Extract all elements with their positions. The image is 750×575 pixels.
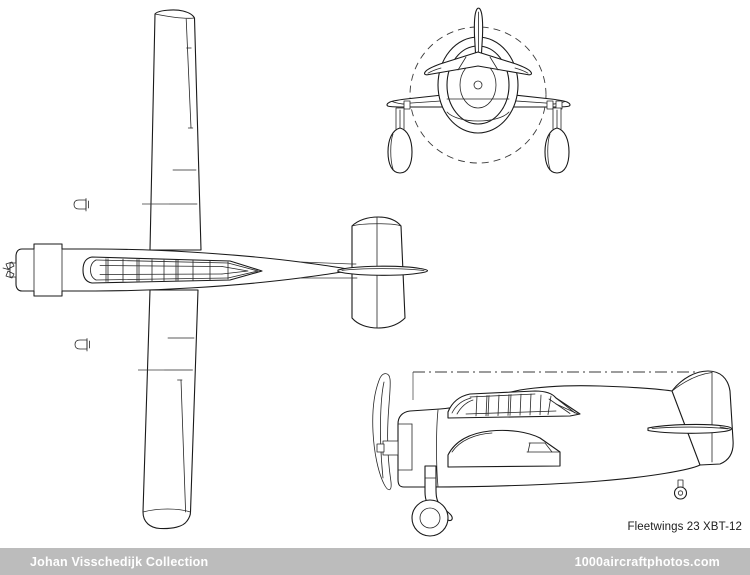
plan-tail-leading-line — [351, 223, 402, 227]
front-left-wheel-spat — [387, 127, 413, 174]
side-prop-hub — [382, 440, 399, 456]
side-canopy-frame-4b — [509, 394, 512, 416]
side-canopy-rail-bottom — [465, 410, 557, 415]
side-stab-edge-line — [651, 426, 729, 430]
plan-upper-pitot-fairing — [73, 199, 87, 210]
plan-canopy-front-frame — [90, 259, 97, 281]
side-tailwheel-hub — [677, 490, 684, 496]
side-tailwheel — [673, 486, 688, 500]
side-wing-fairing-inner-line — [451, 432, 493, 453]
plan-prop-blade-b — [5, 270, 15, 279]
front-prop-hub — [473, 80, 483, 90]
front-cowl-lower-lip — [446, 111, 510, 122]
front-right-spat-inner-line — [547, 133, 551, 170]
front-right-gear-attach — [546, 100, 554, 110]
side-canopy-frame-1 — [475, 395, 478, 417]
side-canopy-frame-3 — [497, 394, 500, 416]
side-canopy-frame-6 — [529, 393, 532, 416]
side-canopy-frame-4 — [507, 394, 510, 416]
side-prop-boss — [376, 443, 385, 453]
plan-canopy-rear-taper-inner — [221, 266, 249, 275]
plan-upper-wing — [149, 9, 202, 251]
footer-bar: Johan Visschedijk Collection 1000aircraf… — [0, 548, 750, 575]
drawing-canvas: .ln { fill:none; stroke:#1a1a1a; stroke-… — [2, 7, 734, 537]
drawing-caption: Fleetwings 23 XBT-12 — [627, 521, 742, 533]
side-prop-blade-line — [380, 381, 385, 479]
website-credit: 1000aircraftphotos.com — [574, 554, 720, 569]
plan-lower-wing — [142, 289, 199, 530]
aircraft-line-drawing: .ln { fill:none; stroke:#1a1a1a; stroke-… — [2, 7, 734, 537]
side-canopy-windscreen-frame — [451, 397, 472, 414]
plan-fin-edge-line — [341, 268, 425, 271]
side-canopy-rail-top — [469, 393, 536, 398]
side-canopy-frame-2b — [487, 395, 490, 417]
plan-fin-edge — [337, 265, 429, 276]
side-propeller-blade — [372, 373, 392, 491]
side-cowl-panel-line — [436, 409, 439, 488]
side-canopy-windscreen-frame2 — [456, 399, 474, 415]
plan-upper-wingtip-line — [154, 13, 195, 19]
plan-prop-blade-a — [5, 261, 15, 270]
plan-canopy-rail-bottom — [95, 277, 229, 281]
side-canopy-rear-diag-b — [548, 398, 571, 414]
front-horizontal-stab — [424, 51, 532, 76]
plan-lower-wingtip-line — [142, 508, 191, 513]
side-wing-fairing — [447, 429, 561, 468]
side-canopy-frame-8 — [547, 395, 552, 415]
side-canopy-rear-diag-c — [555, 403, 579, 415]
side-view-group — [372, 370, 734, 537]
side-horizontal-stab — [647, 423, 733, 434]
front-left-gear-attach — [403, 100, 411, 110]
front-stab-tip-left — [427, 67, 442, 74]
side-canopy-rear-diag-a — [555, 397, 576, 414]
side-main-wheel — [411, 499, 449, 537]
plan-spinner — [9, 262, 17, 278]
side-canopy-frame-5 — [519, 393, 522, 416]
front-right-wheel-spat — [544, 127, 570, 174]
plan-canopy-rail-top — [95, 259, 229, 264]
front-left-spat-inner-line — [390, 133, 394, 170]
side-wing-flap-edge — [527, 442, 531, 453]
plan-prop-shaft — [2, 267, 11, 271]
plan-canopy-rail-inner-bottom — [99, 273, 223, 275]
front-right-gear-attach-2 — [555, 100, 563, 110]
side-wing-flap-edge2 — [544, 442, 553, 453]
plan-canopy-rail-inner-top — [99, 265, 223, 267]
plan-canopy-outline — [82, 256, 263, 284]
plan-view-group — [2, 9, 429, 530]
front-stab-tip-right — [514, 67, 529, 74]
plan-upper-aileron-hinge — [185, 18, 192, 129]
front-fin-fillet-right — [489, 56, 499, 71]
front-propeller-arc — [409, 26, 547, 164]
side-canopy-frame-7 — [539, 394, 542, 416]
side-fin-leading-curve — [671, 372, 713, 392]
side-main-wheel-hub — [419, 507, 441, 529]
plan-lower-aileron-hinge — [180, 379, 186, 513]
front-fin-fillet-left — [457, 56, 467, 71]
side-vertical-fin — [671, 370, 734, 466]
front-view-group — [386, 7, 571, 174]
plan-lower-pitot-fairing — [74, 339, 88, 350]
side-stab-tip-line — [719, 426, 731, 430]
plan-fairing-line-top — [299, 261, 353, 265]
plan-canopy-rear-taper — [227, 262, 259, 279]
side-canopy-frame-2 — [485, 395, 488, 417]
collection-credit: Johan Visschedijk Collection — [30, 554, 209, 569]
